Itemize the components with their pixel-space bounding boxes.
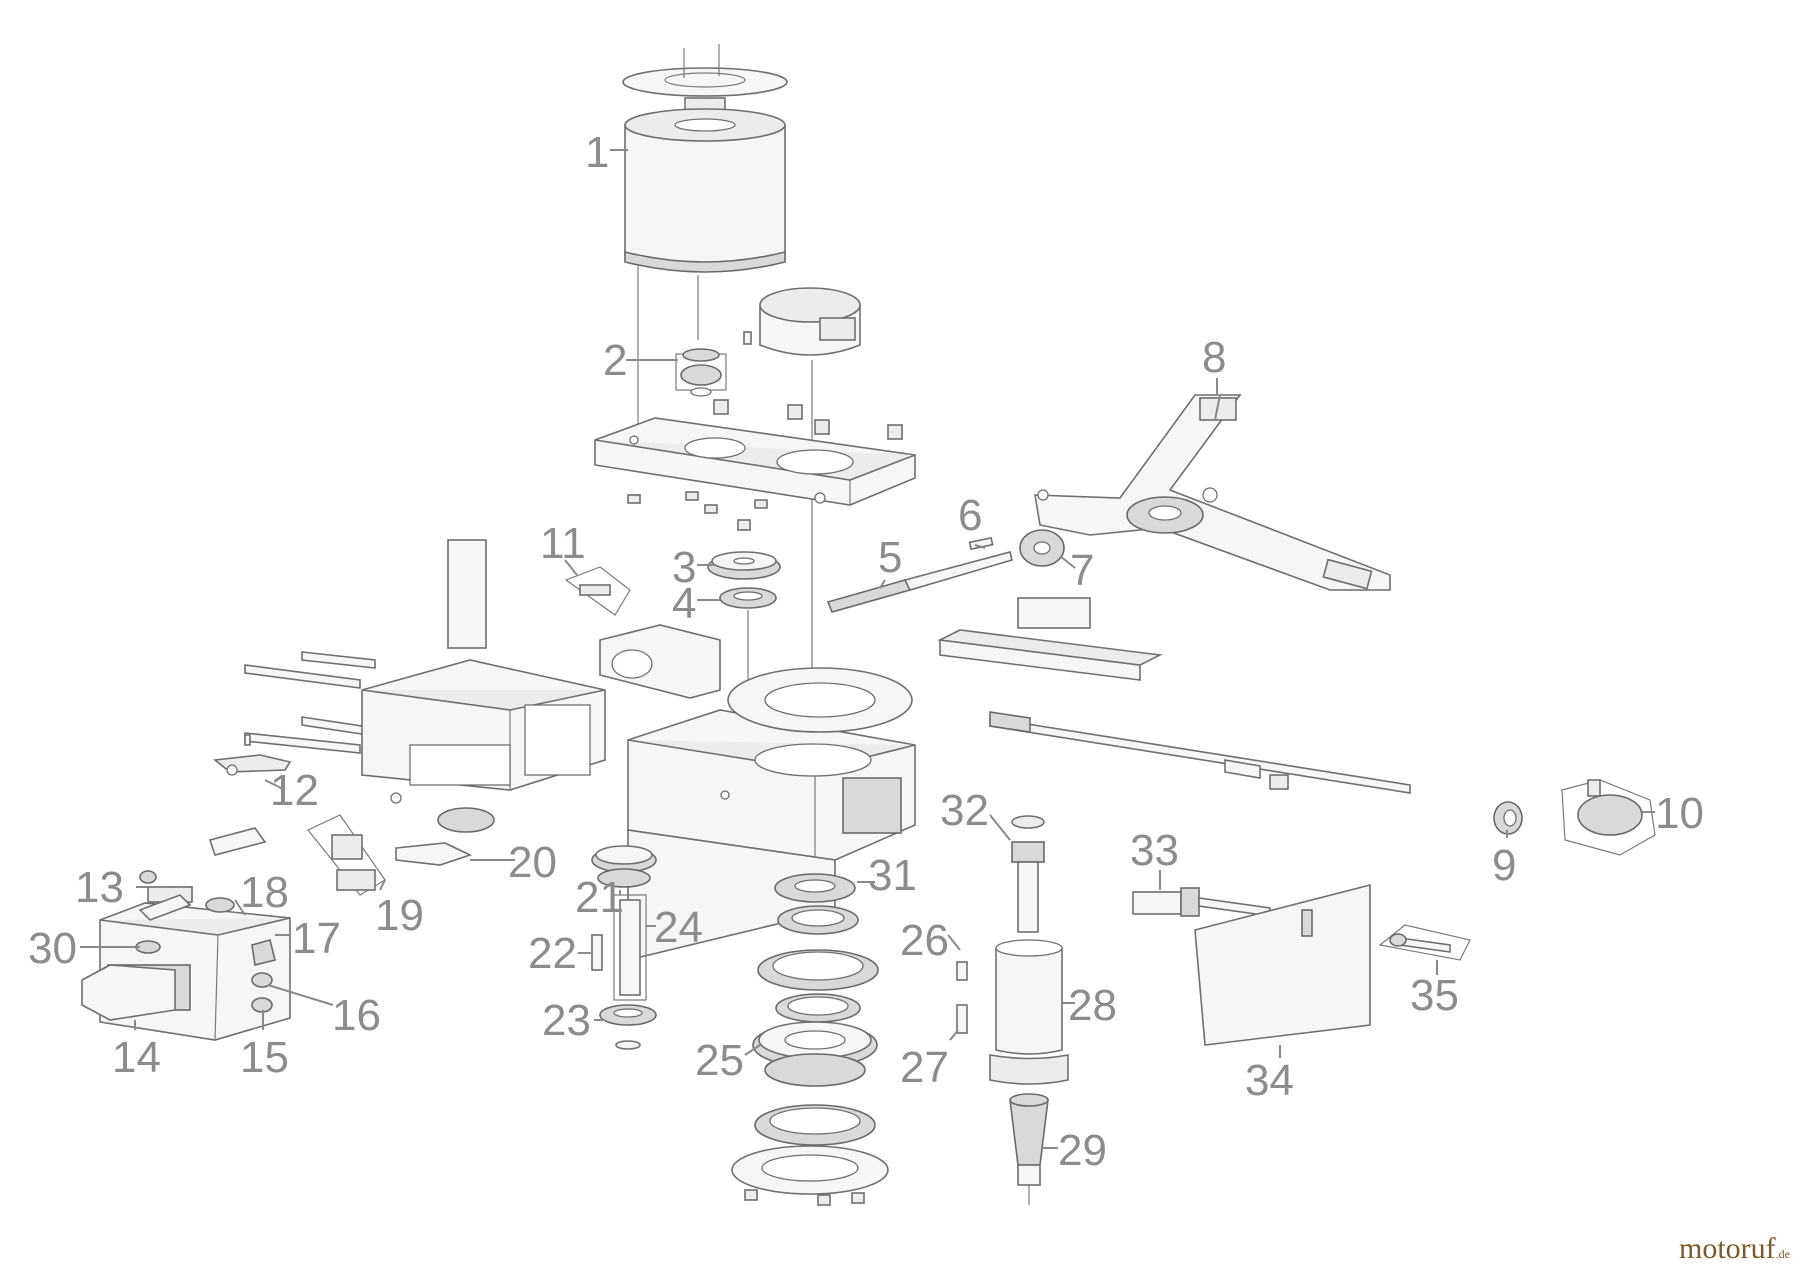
callout-4: 4 <box>672 579 696 628</box>
callout-26: 26 <box>900 916 949 965</box>
cap-cylinder <box>759 287 861 860</box>
callout-5: 5 <box>878 533 902 582</box>
shift-rod <box>937 629 1411 794</box>
part-23-bearing <box>599 1004 657 1050</box>
bottom-bearing <box>754 1104 876 1146</box>
part-28-spindle <box>989 939 1069 1085</box>
callout-1: 1 <box>585 128 609 177</box>
callout-28: 28 <box>1068 981 1117 1030</box>
part-22-key <box>591 934 603 971</box>
callout-labels: 1 2 3 4 5 6 7 8 9 10 11 12 13 14 15 16 1… <box>28 128 1704 1175</box>
part-2-gear <box>675 331 752 397</box>
callout-31: 31 <box>868 851 917 900</box>
callout-35: 35 <box>1410 971 1459 1020</box>
callout-9: 9 <box>1492 841 1516 890</box>
callout-33: 33 <box>1130 826 1179 875</box>
ring-plate <box>727 667 913 733</box>
part-19-20-cam <box>138 807 495 921</box>
callout-14: 14 <box>112 1033 161 1082</box>
callout-29: 29 <box>1058 1126 1107 1175</box>
callout-18: 18 <box>240 868 289 917</box>
top-plate <box>594 399 916 514</box>
nameplate <box>1017 597 1091 629</box>
callout-2: 2 <box>603 336 627 385</box>
part-32-bolt <box>1011 815 1045 933</box>
part-26-key <box>956 961 968 981</box>
callout-8: 8 <box>1202 333 1226 382</box>
callout-3: 3 <box>672 543 696 592</box>
part-11-bracket <box>564 566 631 616</box>
watermark-logo: motoruf.de <box>1679 1232 1790 1266</box>
part-1-motor <box>622 44 788 440</box>
leader-lines <box>80 149 1655 1149</box>
callout-22: 22 <box>528 929 577 978</box>
callout-30: 30 <box>28 924 77 973</box>
part-35-screw <box>1378 924 1471 961</box>
callout-17: 17 <box>292 914 341 963</box>
part-24-shaft <box>613 894 647 1001</box>
part-33-bracket <box>1132 887 1271 917</box>
callout-32: 32 <box>940 786 989 835</box>
upright-bar <box>447 539 487 649</box>
main-housing <box>627 709 916 962</box>
part-31-bearing <box>774 873 856 903</box>
callout-24: 24 <box>654 903 703 952</box>
part-3-gear <box>707 519 781 580</box>
callout-15: 15 <box>240 1033 289 1082</box>
part-29-taper <box>1009 1093 1049 1205</box>
callout-19: 19 <box>375 891 424 940</box>
part-5-worm-shaft <box>826 551 1013 613</box>
part-12-lever <box>212 754 292 776</box>
part-21-gear <box>591 845 657 888</box>
watermark-text: motoruf <box>1679 1232 1776 1265</box>
callout-7: 7 <box>1070 546 1094 595</box>
part-9-washer <box>1493 801 1523 835</box>
callout-10: 10 <box>1655 789 1704 838</box>
callout-23: 23 <box>542 996 591 1045</box>
bottom-plate <box>731 1145 889 1206</box>
callout-13: 13 <box>75 863 124 912</box>
part-27-key <box>956 1004 968 1034</box>
part-10-knob <box>1561 779 1656 856</box>
callout-20: 20 <box>508 838 557 887</box>
callout-6: 6 <box>958 491 982 540</box>
callout-11: 11 <box>540 519 586 568</box>
callout-25: 25 <box>695 1036 744 1085</box>
part-7-gear <box>1019 529 1065 567</box>
bearing-stack <box>757 905 879 1023</box>
part-25-gear <box>752 1021 878 1087</box>
long-bolts <box>244 651 376 754</box>
callout-34: 34 <box>1245 1056 1294 1105</box>
callout-21: 21 <box>575 873 624 922</box>
part-34-guard <box>1194 883 1371 1046</box>
left-housing <box>361 659 606 804</box>
callout-12: 12 <box>270 766 319 815</box>
watermark-suffix: .de <box>1775 1247 1790 1261</box>
callout-16: 16 <box>332 991 381 1040</box>
bearing-block <box>599 624 721 699</box>
callout-27: 27 <box>900 1043 949 1092</box>
